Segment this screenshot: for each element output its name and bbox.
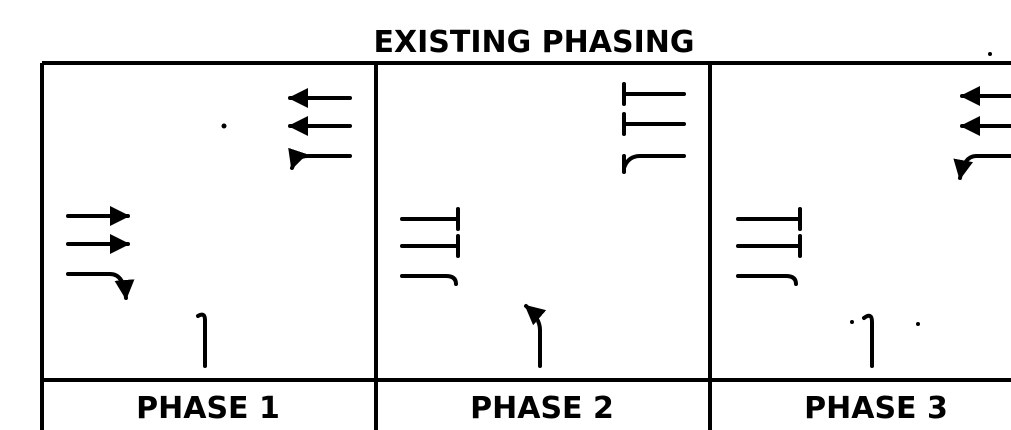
eastbound-stopped-movements: [400, 207, 460, 258]
westbound-left-turn-arrow: [622, 154, 686, 174]
westbound-left-turn-arrow: [953, 154, 1011, 180]
northbound-left-turn-arrow: [862, 313, 874, 368]
eastbound-right-turn-arrow: [736, 274, 798, 286]
phase-1-label: PHASE 1: [136, 391, 280, 426]
phase-2-panel: [400, 82, 686, 368]
northbound-left-turn-arrow: [524, 304, 547, 368]
phase-3-panel: [736, 52, 1011, 368]
eastbound-right-turn-arrow: [400, 274, 458, 286]
eastbound-through-arrows: [66, 206, 130, 254]
northbound-left-turn-arrow: [196, 312, 207, 368]
westbound-left-turn-arrow: [288, 147, 352, 170]
diagram-title: EXISTING PHASING: [373, 25, 694, 60]
phase-table-frame: [40, 61, 1011, 430]
eastbound-right-turn-arrow: [66, 272, 135, 300]
westbound-stopped-movements: [622, 82, 686, 136]
eastbound-stopped-movements: [736, 207, 802, 258]
phase-3-label: PHASE 3: [804, 391, 948, 426]
westbound-through-arrows: [960, 86, 1011, 136]
westbound-through-arrows: [288, 88, 352, 136]
phase-1-panel: [66, 88, 352, 368]
phase-2-label: PHASE 2: [470, 391, 614, 426]
